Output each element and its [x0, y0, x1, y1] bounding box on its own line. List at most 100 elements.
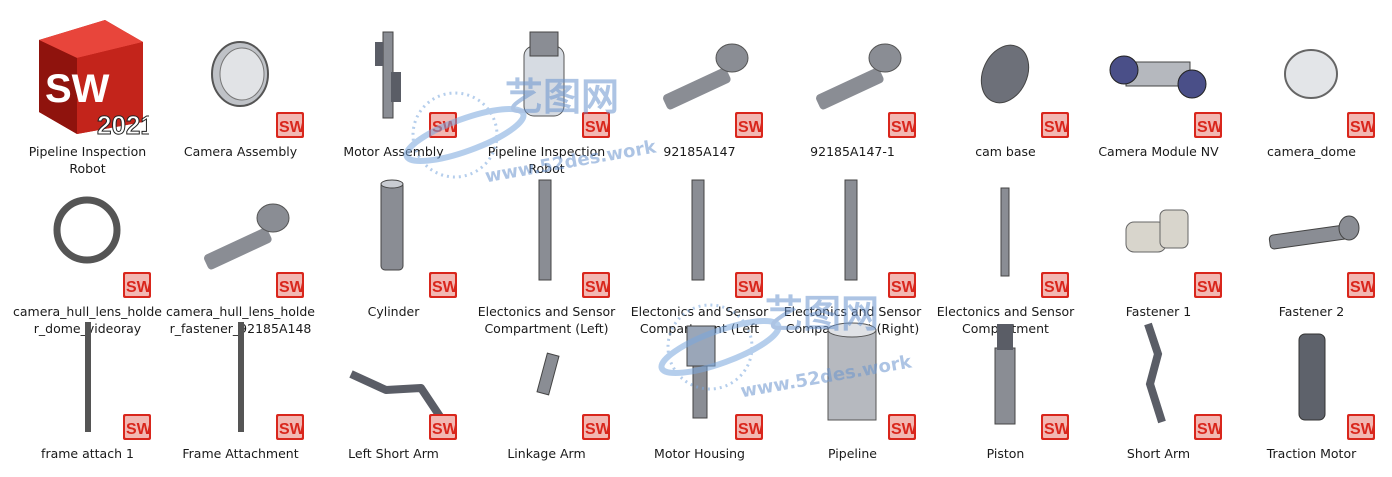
file-name-label: 92185A147 — [663, 144, 736, 159]
file-item[interactable]: SW Frame Attachment — [164, 314, 317, 461]
file-item[interactable]: SW Electonics and Sensor Compartment (Ri… — [776, 172, 929, 336]
solidworks-badge: SW — [1194, 112, 1224, 138]
solidworks-badge: SW — [276, 272, 306, 298]
solidworks-badge-icon: SW — [735, 112, 765, 138]
solidworks-badge: SW — [582, 112, 612, 138]
pipe-icon — [827, 322, 877, 421]
solidworks-badge-icon: SW — [582, 112, 612, 138]
svg-text:SW: SW — [1350, 279, 1375, 296]
file-item[interactable]: SW camera_hull_lens_holde r_dome_videora… — [11, 172, 164, 336]
file-item[interactable]: SW Motor Housing — [623, 314, 776, 461]
svg-text:SW: SW — [891, 421, 916, 438]
file-name-label: frame attach 1 — [41, 446, 134, 461]
svg-text:SW: SW — [432, 279, 457, 296]
file-name-label: Motor Housing — [654, 446, 745, 461]
solidworks-badge-icon: SW — [1041, 414, 1071, 440]
svg-text:SW: SW — [1350, 421, 1375, 438]
file-item[interactable]: SW Short Arm — [1082, 314, 1235, 461]
file-item[interactable]: SW Left Short Arm — [317, 314, 470, 461]
solidworks-badge: SW — [123, 272, 153, 298]
svg-text:SW: SW — [1044, 279, 1069, 296]
arm-icon — [349, 370, 445, 421]
frame-attach-icon — [238, 322, 244, 432]
solidworks-badge: SW — [582, 272, 612, 298]
ring-icon — [53, 196, 121, 264]
solidworks-badge: SW — [1041, 414, 1071, 440]
file-item[interactable]: SW Traction Motor — [1235, 314, 1388, 461]
file-item[interactable]: SW 92185A147-1 — [776, 12, 929, 172]
svg-text:SW: SW — [1350, 119, 1375, 136]
bar-icon — [691, 179, 705, 281]
svg-text:SW: SW — [1044, 119, 1069, 136]
file-name-label: Left Short Arm — [348, 446, 439, 461]
solidworks-badge: SW — [735, 112, 765, 138]
solidworks-badge-icon: SW — [276, 414, 306, 440]
svg-text:2021: 2021 — [97, 110, 149, 136]
file-name-label: Traction Motor — [1266, 446, 1357, 461]
solidworks-badge-icon: SW — [735, 272, 765, 298]
file-item[interactable]: SW cam base — [929, 12, 1082, 172]
file-item[interactable]: SW 92185A147 — [623, 12, 776, 172]
pin-icon — [1268, 215, 1360, 250]
solidworks-badge-icon: SW — [888, 272, 918, 298]
solidworks-badge-icon: SW — [582, 414, 612, 440]
file-item[interactable]: SW frame attach 1 — [11, 314, 164, 461]
file-item[interactable]: SW Electonics and Sensor Compartment (Le… — [623, 172, 776, 336]
svg-text:SW: SW — [891, 279, 916, 296]
bar-icon — [538, 179, 552, 281]
solidworks-badge: SW — [1041, 272, 1071, 298]
file-name-label: Fastener 1 — [1125, 304, 1192, 319]
file-name-label: Pipeline — [828, 446, 877, 461]
file-item[interactable]: SW Electonics and Sensor Compartment (Le… — [470, 172, 623, 336]
cylinder-icon — [380, 179, 404, 271]
solidworks-badge-icon: SW — [123, 414, 153, 440]
rod-icon — [1000, 187, 1010, 277]
file-name-label: 92185A147-1 — [810, 144, 895, 159]
solidworks-badge: SW — [582, 414, 612, 440]
solidworks-badge: SW — [276, 414, 306, 440]
file-item[interactable]: SW Pipeline Inspection Robot — [470, 12, 623, 176]
file-item[interactable]: SW Linkage Arm — [470, 314, 623, 461]
solidworks-badge: SW — [1347, 112, 1377, 138]
file-item[interactable]: SW Electonics and Sensor Compartment — [929, 172, 1082, 336]
solidworks-badge-icon: SW — [123, 272, 153, 298]
file-name-label: Cylinder — [367, 304, 420, 319]
file-item[interactable]: SW Camera Assembly — [164, 12, 317, 172]
svg-text:SW: SW — [126, 279, 151, 296]
file-item[interactable]: SW Piston — [929, 314, 1082, 461]
file-item[interactable]: SW camera_hull_lens_holde r_fastener_921… — [164, 172, 317, 336]
solidworks-logo-icon: SW 2021 — [39, 20, 149, 136]
dome-icon — [1284, 49, 1338, 99]
file-item[interactable]: SW Motor Assembly — [317, 12, 470, 172]
file-item[interactable]: SW Camera Module NV — [1082, 12, 1235, 172]
short-arm-icon — [1144, 322, 1166, 424]
solidworks-badge-icon: SW — [888, 414, 918, 440]
file-item[interactable]: SW camera_dome — [1235, 12, 1388, 172]
camera-assembly-icon — [211, 41, 269, 107]
solidworks-badge-icon: SW — [1041, 112, 1071, 138]
screw-icon — [204, 203, 290, 270]
file-item[interactable]: SW Cylinder — [317, 172, 470, 319]
file-name-label: camera_dome — [1267, 144, 1356, 159]
solidworks-badge-icon: SW — [276, 272, 306, 298]
solidworks-badge: SW — [1347, 414, 1377, 440]
solidworks-badge-icon: SW — [1347, 272, 1377, 298]
solidworks-badge: SW — [429, 414, 459, 440]
file-item[interactable]: SW Pipeline — [776, 314, 929, 461]
solidworks-badge: SW — [735, 272, 765, 298]
file-item[interactable]: SW Fastener 2 — [1235, 172, 1388, 319]
solidworks-badge-icon: SW — [1347, 414, 1377, 440]
solidworks-badge: SW — [1347, 272, 1377, 298]
solidworks-badge-icon: SW — [888, 112, 918, 138]
solidworks-badge-icon: SW — [582, 272, 612, 298]
solidworks-badge-icon: SW — [1194, 112, 1224, 138]
file-item[interactable]: SW Fastener 1 — [1082, 172, 1235, 319]
file-name-label: Electonics and Sensor Compartment — [936, 304, 1075, 336]
solidworks-badge: SW — [888, 112, 918, 138]
svg-text:SW: SW — [1197, 119, 1222, 136]
file-name-label: Piston — [986, 446, 1025, 461]
disc-icon — [980, 44, 1030, 104]
solidworks-badge: SW — [1194, 272, 1224, 298]
file-name-label: camera_hull_lens_holde r_fastener_92185A… — [165, 304, 315, 336]
